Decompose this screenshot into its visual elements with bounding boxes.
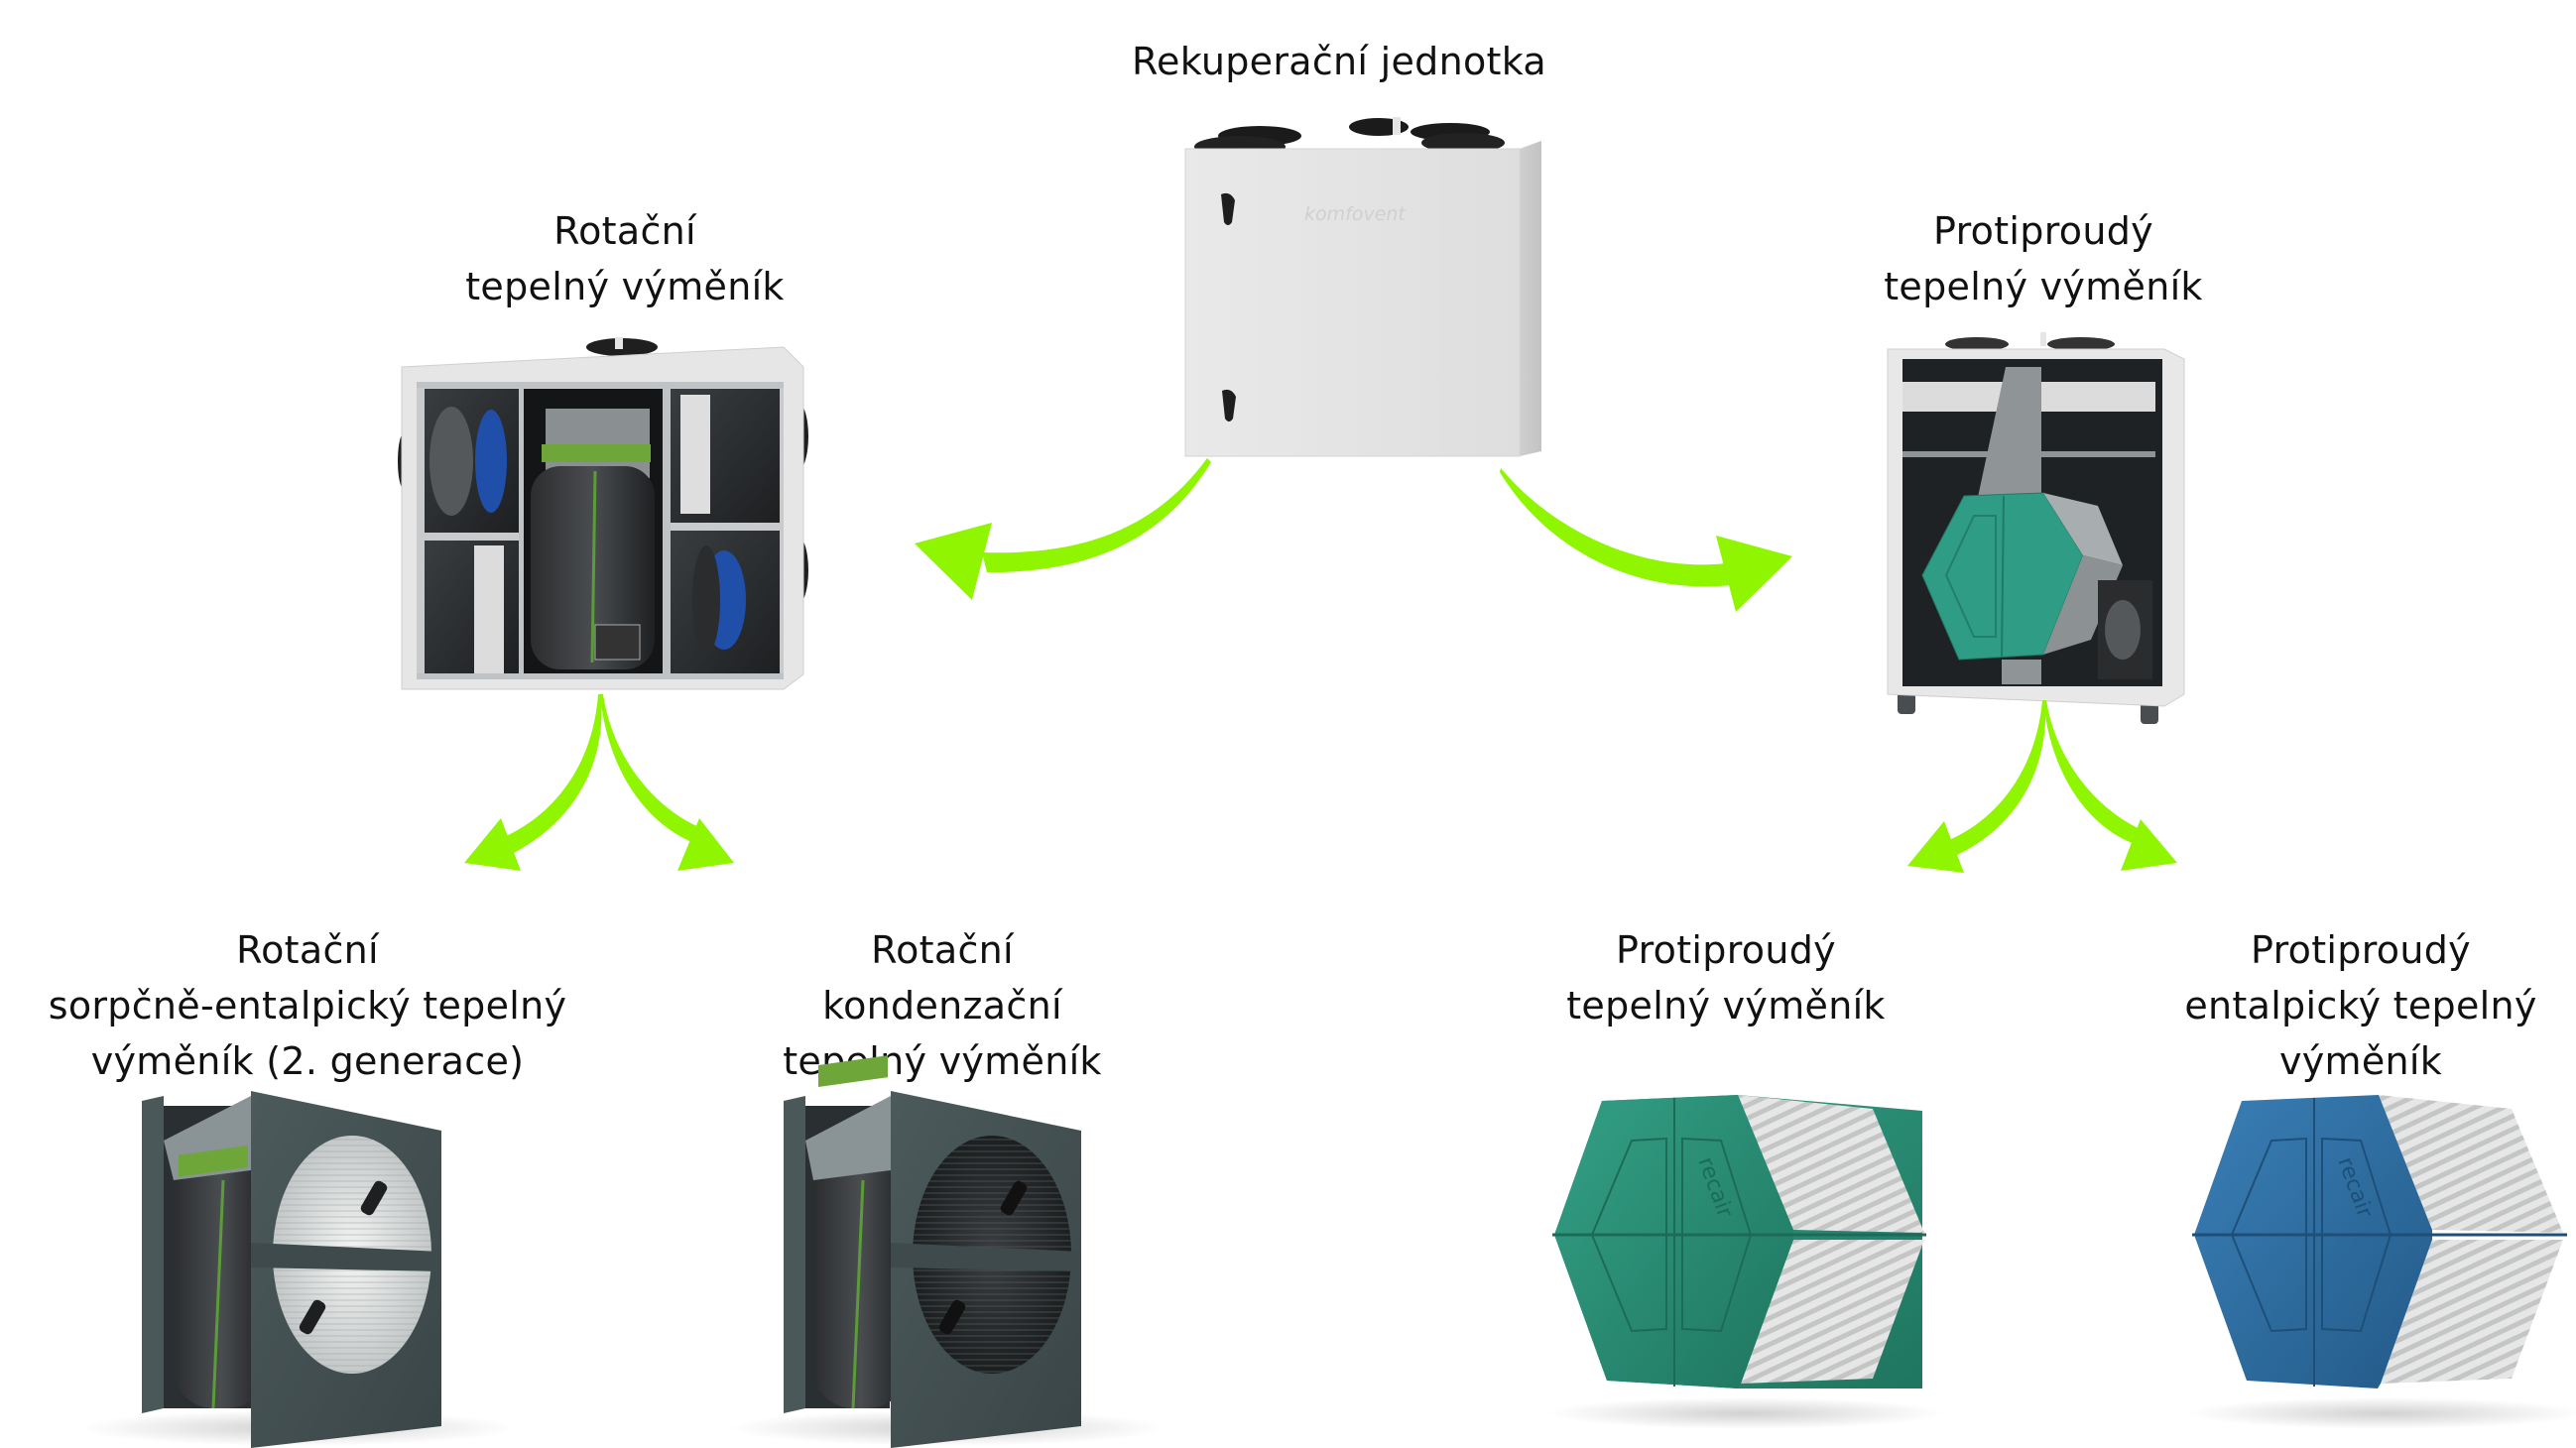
rotary-condensation-exchanger-image: [729, 1055, 1165, 1448]
node-label-counterflow-standard: Protiproudý tepelný výměník: [1566, 928, 1886, 1027]
counterflow-exchanger-green-image: recair: [1547, 1095, 1944, 1429]
node-label-rotary-sorption: Rotační sorpčně-entalpický tepelný výměn…: [48, 928, 567, 1083]
arrow-root-to-counterflow: [1500, 468, 1792, 612]
node-label-counterflow-exchanger: Protiproudý tepelný výměník: [1884, 209, 2203, 308]
arrow-counterflow-to-counterflow_enthalpy: [2043, 700, 2177, 871]
arrow-shaft: [2043, 700, 2145, 845]
arrow-shaft: [506, 694, 602, 853]
arrow-rotary-to-rotary_sorption: [464, 694, 602, 871]
arrow-root-to-rotary: [915, 458, 1211, 600]
arrow-head-icon: [1907, 821, 1964, 873]
counterflow-exchanger-blue-image: recair: [2187, 1095, 2576, 1429]
node-label-recovery-unit: Rekuperační jednotka: [1132, 40, 1546, 83]
counterflow-unit-image: [1887, 332, 2185, 724]
latch-icon: [1221, 192, 1235, 225]
arrow-head-icon: [1716, 536, 1792, 612]
arrow-rotary-to-rotary_condensation: [600, 694, 734, 871]
duct-collars: [1194, 117, 1505, 158]
arrow-counterflow-to-counterflow_standard: [1907, 700, 2046, 873]
recovery-unit-image: komfovent: [1184, 117, 1541, 457]
arrow-head-icon: [2121, 819, 2177, 871]
node-label-rotary-exchanger: Rotační tepelný výměník: [465, 209, 785, 308]
arrow-shaft: [600, 694, 701, 843]
flow-arrows: [464, 458, 2177, 873]
arrow-head-icon: [464, 818, 521, 871]
rotary-unit-image: [398, 337, 808, 690]
arrow-head-icon: [677, 818, 734, 871]
arrow-shaft: [982, 458, 1211, 573]
brand-logo: komfovent: [1304, 203, 1407, 225]
latch-icon: [1222, 389, 1236, 422]
arrow-head-icon: [915, 523, 992, 600]
node-label-rotary-condensation: Rotační kondenzační tepelný výměník: [783, 928, 1102, 1083]
arrow-shaft: [1500, 468, 1731, 587]
arrow-shaft: [1949, 700, 2046, 855]
rotary-sorption-exchanger-image: [79, 1091, 516, 1448]
node-label-counterflow-enthalpy: Protiproudý entalpický tepelný výměník: [2184, 928, 2537, 1083]
